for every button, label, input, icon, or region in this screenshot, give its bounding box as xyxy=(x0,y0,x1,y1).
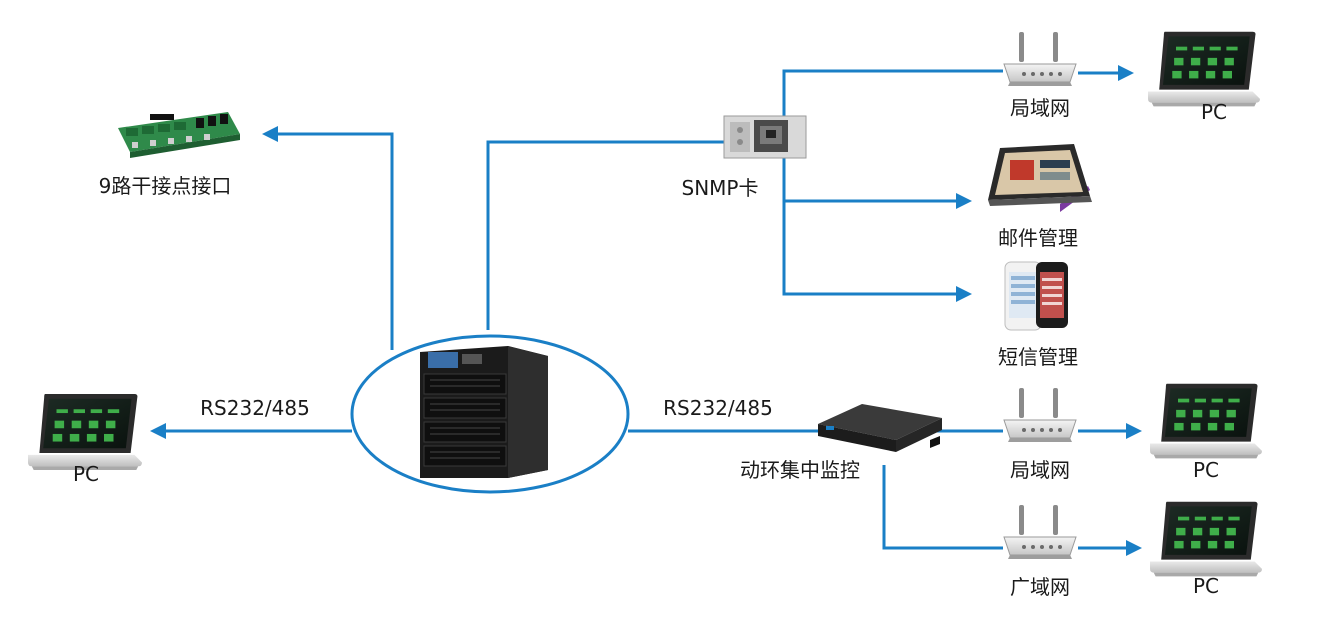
wire-snmp-down xyxy=(782,156,958,296)
arrow-dry-contact xyxy=(262,126,278,142)
laptop-icon-top xyxy=(1148,31,1260,107)
laptop-icon-mid xyxy=(1150,383,1262,459)
arrow-pc-mid xyxy=(1126,423,1142,439)
label-email: 邮件管理 xyxy=(998,226,1078,250)
label-rs-left: RS232/485 xyxy=(200,396,310,420)
label-wan: 广域网 xyxy=(1010,575,1070,599)
circuit-board-icon xyxy=(118,112,240,158)
wire-ups-snmp xyxy=(486,140,724,330)
router-icon-top xyxy=(1003,31,1077,87)
arrow-email xyxy=(956,193,972,209)
connection-lines xyxy=(150,65,1142,556)
label-snmp-card: SNMP卡 xyxy=(681,176,759,200)
label-rs-right: RS232/485 xyxy=(663,396,773,420)
smartphone-icon xyxy=(1004,261,1068,331)
label-dry-contact: 9路干接点接口 xyxy=(98,174,232,198)
monitoring-unit-icon xyxy=(818,404,942,452)
label-pc-mid: PC xyxy=(1192,458,1220,482)
laptop-icon-left xyxy=(28,394,142,471)
label-pc-top: PC xyxy=(1200,100,1228,124)
wire-ups-dry-contact xyxy=(275,132,394,350)
arrow-pc-bottom xyxy=(1126,540,1142,556)
snmp-card-icon xyxy=(723,115,807,159)
label-pc-bottom: PC xyxy=(1192,574,1220,598)
router-icon-mid xyxy=(1003,387,1077,443)
label-sms: 短信管理 xyxy=(998,345,1078,369)
arrow-pc-top xyxy=(1118,65,1134,81)
ups-cabinet-icon xyxy=(420,346,548,478)
label-monitoring: 动环集中监控 xyxy=(740,458,860,482)
label-lan-top: 局域网 xyxy=(1010,96,1070,120)
label-lan-mid: 局域网 xyxy=(1010,458,1070,482)
wire-monitor-wan xyxy=(882,465,1003,550)
router-icon-bottom xyxy=(1003,504,1077,560)
laptop-icon-bottom xyxy=(1150,501,1262,577)
wire-snmp-lan xyxy=(782,69,1003,117)
arrow-sms xyxy=(956,286,972,302)
label-pc-left: PC xyxy=(72,462,100,486)
arrow-pc-left xyxy=(150,423,166,439)
tablet-icon xyxy=(988,144,1092,212)
